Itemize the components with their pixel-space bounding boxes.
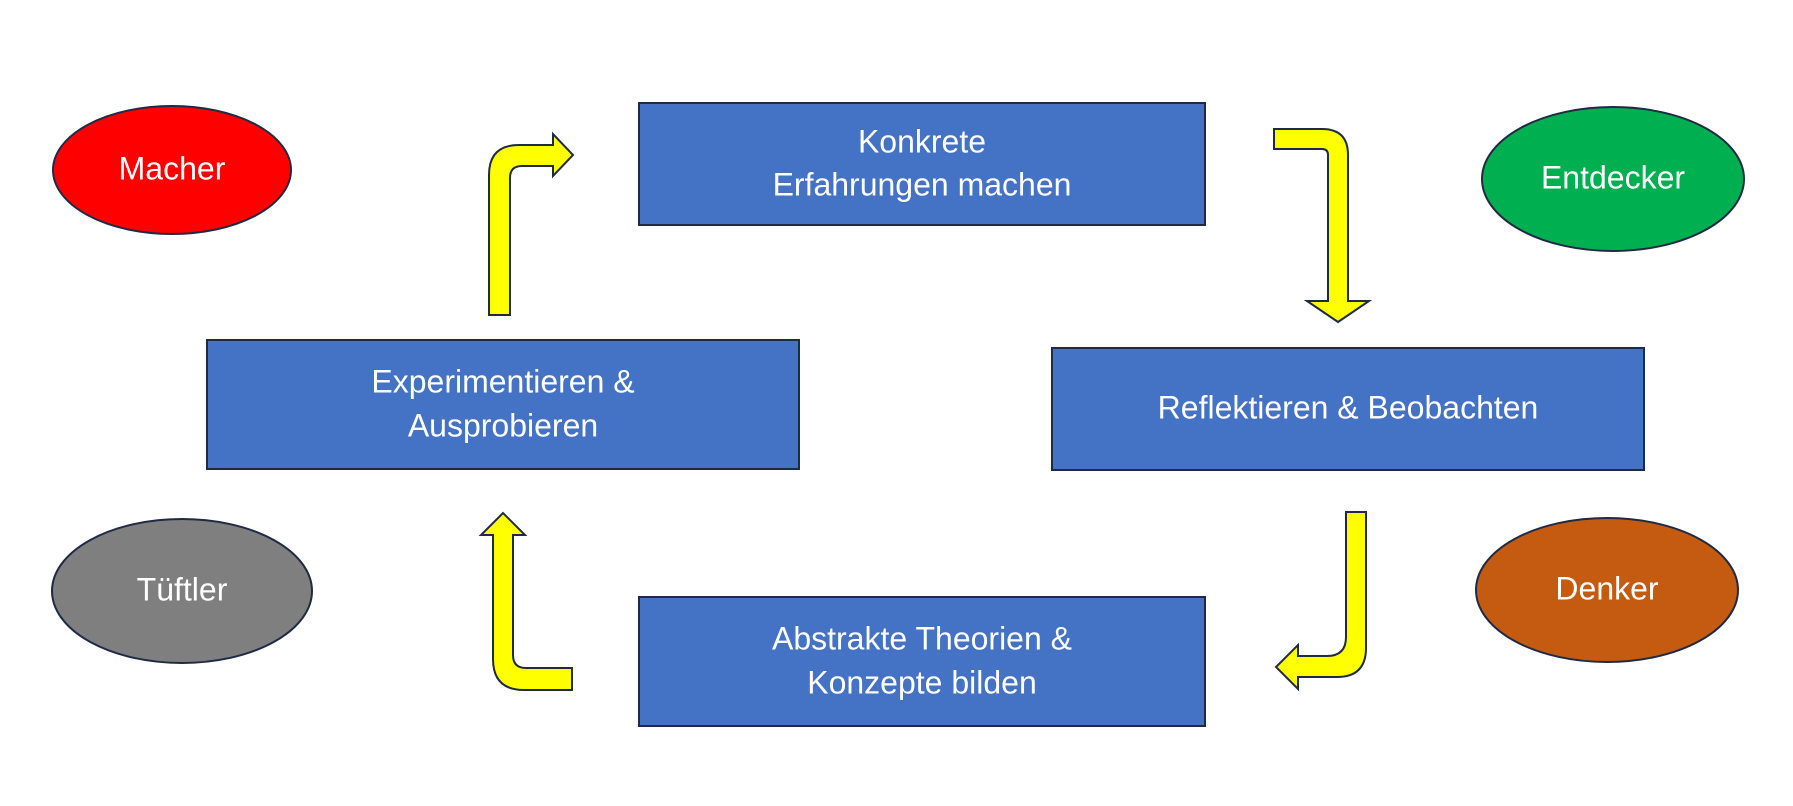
- stage-experiment-box: [206, 339, 800, 470]
- stage-abstract-box: [638, 596, 1206, 727]
- stage-reflective-observation: Reflektieren & Beobachten: [1051, 347, 1645, 471]
- type-denker-oval: [1475, 517, 1739, 663]
- stage-experiment-line1: Experimentieren &: [371, 363, 634, 399]
- stage-concrete-line1: Konkrete: [858, 123, 986, 159]
- type-denker: Denker: [1475, 517, 1739, 663]
- type-tueftler-oval: [51, 518, 313, 664]
- stage-reflect-box: [1051, 347, 1645, 471]
- type-tueftler: Tüftler: [51, 518, 313, 664]
- stage-reflect-line1: Reflektieren & Beobachten: [1158, 389, 1539, 425]
- type-entdecker: Entdecker: [1481, 106, 1745, 252]
- stage-concrete-box: [638, 102, 1206, 226]
- arrow-experiment-to-concrete: [488, 131, 575, 316]
- type-macher-oval: [52, 105, 292, 235]
- stage-abstract-conceptualization: Abstrakte Theorien & Konzepte bilden: [638, 596, 1206, 727]
- stage-active-experimentation: Experimentieren & Ausprobieren: [206, 339, 800, 470]
- type-entdecker-oval: [1481, 106, 1745, 252]
- type-macher: Macher: [52, 105, 292, 235]
- type-tueftler-label: Tüftler: [137, 571, 228, 607]
- stage-abstract-line2: Konzepte bilden: [807, 664, 1037, 700]
- arrow-reflect-to-abstract: [1274, 511, 1367, 692]
- arrow-concrete-to-reflect: [1273, 128, 1373, 324]
- type-entdecker-label: Entdecker: [1541, 159, 1685, 195]
- arrow-abstract-to-experiment-shape: [478, 511, 573, 691]
- type-denker-label: Denker: [1555, 570, 1659, 606]
- stage-experiment-line2: Ausprobieren: [408, 407, 598, 443]
- stage-concrete-experience: Konkrete Erfahrungen machen: [638, 102, 1206, 226]
- type-macher-label: Macher: [119, 150, 226, 186]
- stage-abstract-line1: Abstrakte Theorien &: [772, 620, 1072, 656]
- stage-concrete-line2: Erfahrungen machen: [773, 166, 1072, 202]
